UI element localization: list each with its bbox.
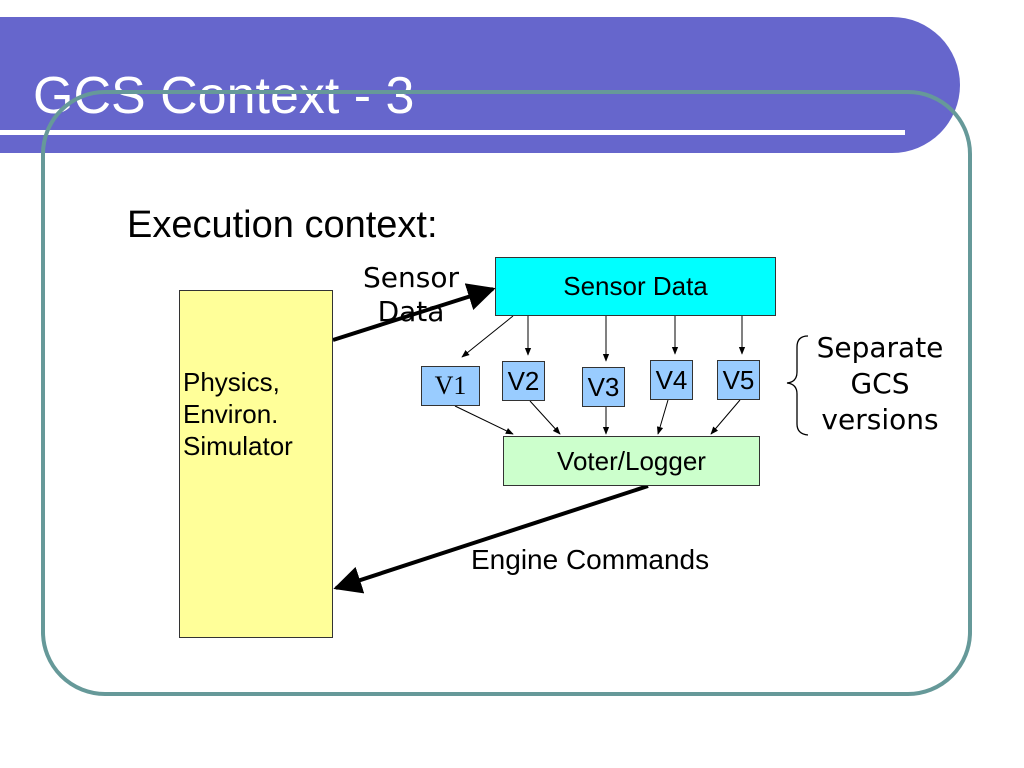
sensor-arrow-label-line2: Data <box>377 295 445 328</box>
version-v5-box: V5 <box>717 360 760 400</box>
physics-simulator-box: Physics, Environ. Simulator <box>179 290 333 638</box>
brace-label-line1: Separate <box>816 331 944 364</box>
v4-to-voter-arrow <box>656 399 669 435</box>
brace-label-line3: versions <box>821 403 939 436</box>
sensor-data-arrow-label: Sensor Data <box>350 261 472 329</box>
sensor-data-box: Sensor Data <box>495 257 776 316</box>
version-v3-box: V3 <box>582 367 625 407</box>
versions-brace <box>786 335 809 436</box>
v1-to-voter-arrow <box>454 405 514 435</box>
voter-logger-box: Voter/Logger <box>503 436 760 486</box>
content-frame <box>41 90 972 696</box>
sensor-arrow-label-line1: Sensor <box>363 261 459 294</box>
engine-commands-arrow <box>333 484 649 594</box>
brace-label-line2: GCS <box>850 367 910 400</box>
separate-versions-label: Separate GCS versions <box>804 330 956 438</box>
engine-commands-label: Engine Commands <box>471 544 710 575</box>
version-v2-box: V2 <box>502 361 545 401</box>
version-v1-box: V1 <box>421 366 480 406</box>
simulator-label-line1: Physics, <box>183 367 280 397</box>
title-underline <box>0 130 905 135</box>
simulator-label-line3: Simulator <box>183 431 293 461</box>
sensor-data-arrow <box>332 283 496 342</box>
v2-to-voter-arrow <box>529 400 561 435</box>
sensor-to-v1-arrow <box>461 315 514 358</box>
execution-context-heading: Execution context: <box>127 204 438 246</box>
simulator-label-line2: Environ. <box>183 399 279 429</box>
v5-to-voter-arrow <box>710 399 741 435</box>
version-v4-box: V4 <box>650 360 693 400</box>
